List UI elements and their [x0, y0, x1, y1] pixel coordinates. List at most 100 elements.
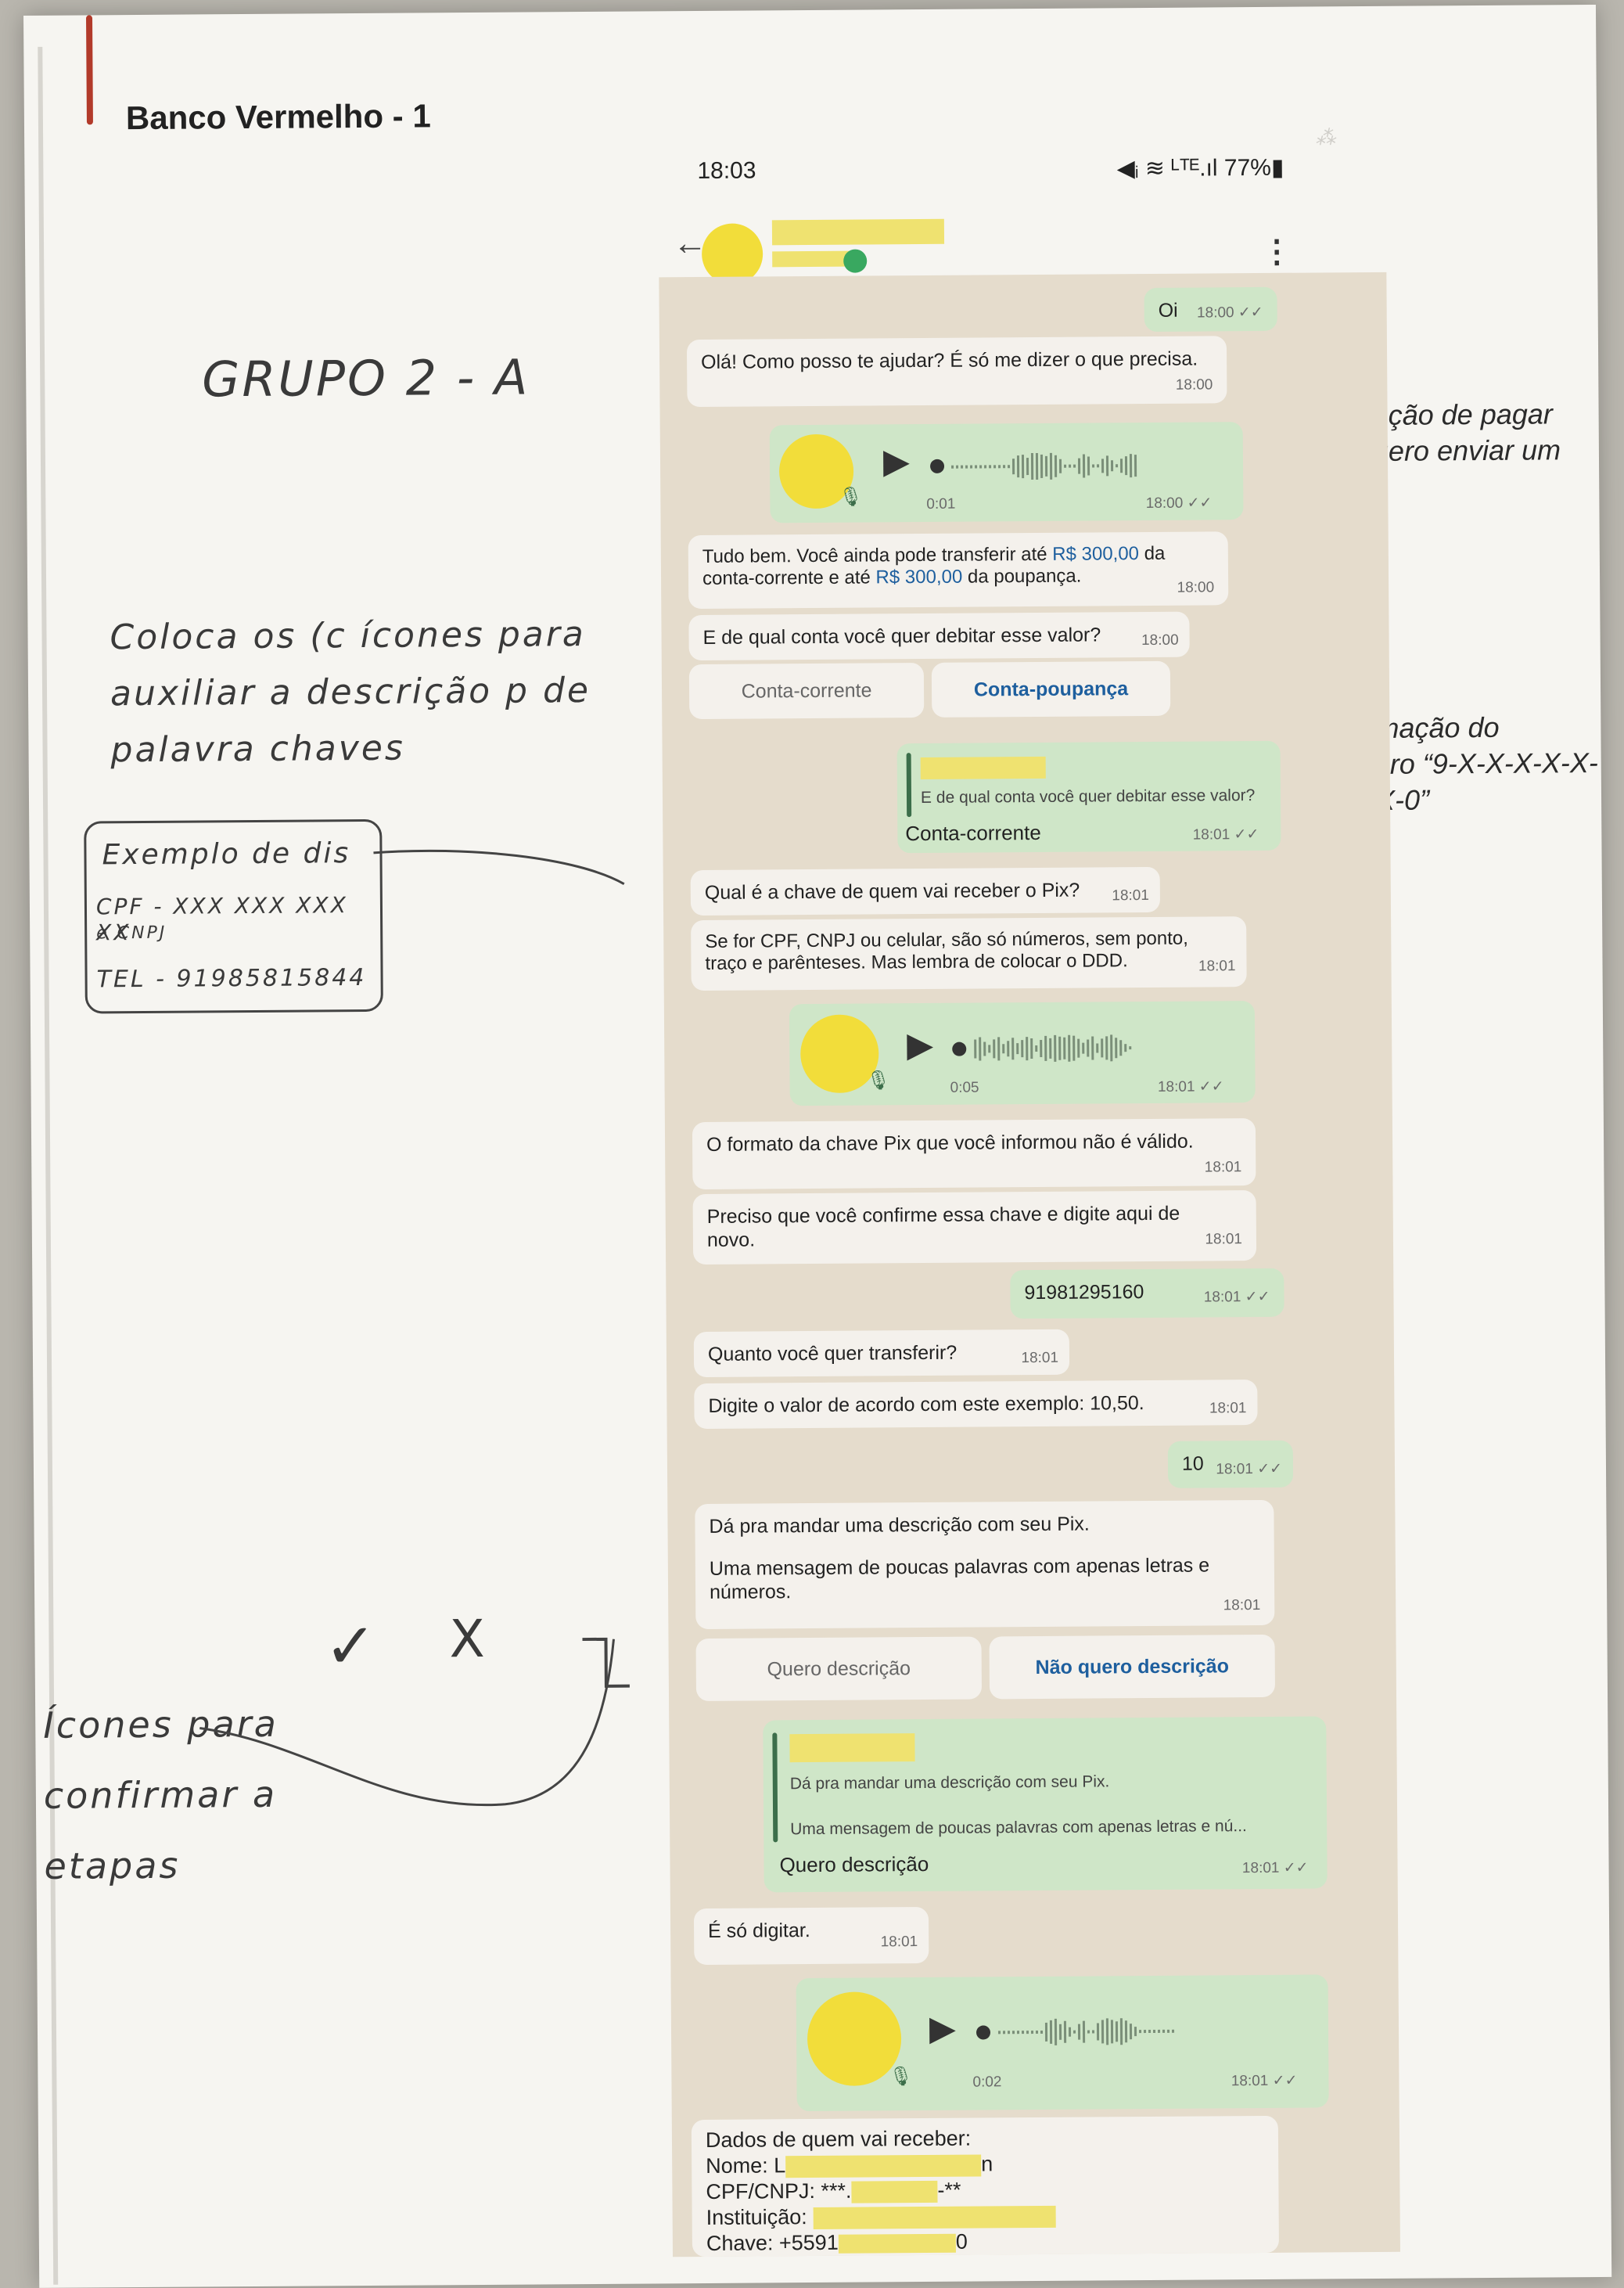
outgoing-message-key: 91981295160 18:01 ✓✓: [1010, 1268, 1284, 1319]
mic-icon: 🎙: [866, 1070, 891, 1092]
read-ticks-icon: ✓✓: [1238, 304, 1263, 322]
incoming-message: E de qual conta você quer debitar esse v…: [688, 611, 1190, 661]
message-time: 18:01: [1231, 2072, 1269, 2090]
recipient-name-label: Nome: L: [706, 2153, 786, 2178]
message-time: 18:01: [1205, 1231, 1243, 1248]
message-text: da poupança.: [962, 565, 1082, 588]
recipient-name-end: n: [981, 2152, 993, 2176]
audio-message[interactable]: 🎙 ▶ 0:02 18:01 ✓✓: [796, 1974, 1329, 2112]
quoted-text: E de qual conta você quer debitar esse v…: [920, 786, 1256, 808]
incoming-message-description: Dá pra mandar uma descrição com seu Pix.…: [695, 1499, 1275, 1630]
more-options-icon[interactable]: ⋮: [1260, 234, 1293, 269]
audio-waveform: [951, 451, 1225, 480]
incoming-message: Qual é a chave de quem vai receber o Pix…: [690, 866, 1161, 916]
audio-elapsed: 0:02: [972, 2074, 1002, 2091]
message-text: Olá! Como posso te ajudar? É só me dizer…: [701, 347, 1198, 373]
message-text: 10: [1181, 1452, 1204, 1475]
audio-elapsed: 0:05: [950, 1079, 979, 1096]
audio-scrubber[interactable]: [975, 2025, 991, 2040]
amount-cc: R$ 300,00: [1052, 543, 1140, 565]
message-time: 18:01: [1112, 887, 1149, 905]
annotation-lines: [199, 849, 630, 1807]
outgoing-reply-account: E de qual conta você quer debitar esse v…: [896, 740, 1281, 854]
outgoing-message-amount: 10 18:01 ✓✓: [1167, 1440, 1294, 1488]
incoming-message-key-format: Se for CPF, CNPJ ou celular, são só núme…: [691, 916, 1247, 991]
message-time: 18:01: [1216, 1461, 1253, 1478]
audio-avatar: [807, 1991, 902, 2087]
recipient-institution-row: Instituição:: [706, 2201, 1265, 2231]
message-text: Tudo bem. Você ainda pode transferir até: [702, 543, 1053, 567]
message-time: 18:01: [1021, 1349, 1059, 1367]
message-time: 18:01: [1203, 1289, 1241, 1306]
message-text: Preciso que você confirme essa chave e d…: [706, 1202, 1180, 1251]
quote-bar: [772, 1732, 778, 1843]
audio-elapsed: 0:01: [926, 495, 956, 513]
message-time: 18:01: [1157, 1078, 1195, 1095]
read-ticks-icon: ✓✓: [1283, 1859, 1309, 1876]
recipient-key-label: Chave: +5591: [706, 2230, 839, 2255]
audio-scrubber[interactable]: [929, 459, 945, 473]
paper-sheet: Banco Vermelho - 1 GRUPO 2 - A Coloca os…: [23, 4, 1612, 2288]
amount-savings: R$ 300,00: [875, 566, 963, 588]
incoming-message-limits: Tudo bem. Você ainda pode transferir até…: [688, 531, 1229, 610]
read-ticks-icon: ✓✓: [1187, 495, 1213, 512]
audio-message[interactable]: 🎙 ▶ 0:01 18:00 ✓✓: [769, 422, 1244, 523]
read-ticks-icon: ✓✓: [1245, 1288, 1270, 1306]
outgoing-message-oi: Oi 18:00 ✓✓: [1144, 286, 1277, 333]
verified-icon: [843, 249, 868, 273]
mic-icon: 🎙: [889, 2066, 913, 2088]
redaction: [813, 2205, 1056, 2229]
play-icon[interactable]: ▶: [907, 1025, 934, 1065]
message-text: Dá pra mandar uma descrição com seu Pix.: [709, 1513, 1090, 1538]
read-ticks-icon: ✓✓: [1198, 1078, 1224, 1095]
play-icon[interactable]: ▶: [882, 442, 911, 481]
incoming-message-type: É só digitar. 18:01: [693, 1906, 929, 1966]
message-time: 18:00: [1196, 304, 1234, 322]
audio-message[interactable]: 🎙 ▶ 0:05 18:01 ✓✓: [789, 1001, 1256, 1106]
contact-status-redacted: [772, 250, 851, 268]
message-text: Digite o valor de acordo com este exempl…: [708, 1392, 1144, 1417]
message-text: O formato da chave Pix que você informou…: [706, 1130, 1194, 1156]
quoted-text: Dá pra mandar uma descrição com seu Pix.: [789, 1772, 1110, 1793]
incoming-message-invalid-key: O formato da chave Pix que você informou…: [692, 1118, 1256, 1190]
recipient-key-end: 0: [955, 2229, 968, 2254]
recipient-name-row: Nome: L n: [706, 2149, 1264, 2179]
read-ticks-icon: ✓✓: [1272, 2072, 1298, 2089]
message-time: 18:01: [1198, 958, 1236, 975]
outgoing-reply-description: Dá pra mandar uma descrição com seu Pix.…: [763, 1716, 1328, 1893]
status-bar: 18:03 ◀ᵢ ≋ ᴸᵀᴱ.ıl 77%▮: [697, 154, 1284, 197]
message-text: E de qual conta você quer debitar esse v…: [702, 624, 1101, 649]
audio-waveform: [974, 1034, 1240, 1062]
message-text: Oi: [1158, 299, 1178, 322]
message-time: 18:01: [1223, 1597, 1261, 1614]
message-time: 18:01: [1241, 1859, 1280, 1877]
message-text: É só digitar.: [708, 1919, 810, 1942]
status-icons: ◀ᵢ ≋ ᴸᵀᴱ.ıl 77%▮: [1116, 154, 1284, 182]
quero-descricao-button[interactable]: Quero descrição: [695, 1636, 983, 1702]
contact-avatar[interactable]: [701, 223, 763, 285]
quoted-sender-redacted: [920, 756, 1046, 780]
message-text: Uma mensagem de poucas palavras com apen…: [709, 1554, 1210, 1603]
message-text: 91981295160: [1024, 1281, 1144, 1304]
incoming-message: Olá! Como posso te ajudar? É só me dizer…: [686, 336, 1227, 408]
nao-quero-descricao-button[interactable]: Não quero descrição: [989, 1634, 1276, 1700]
message-text: Quanto você quer transferir?: [707, 1341, 958, 1365]
mic-icon: 🎙: [839, 486, 863, 508]
message-time: 18:01: [880, 1934, 918, 1951]
message-time: 18:00: [1177, 579, 1215, 596]
message-time: 18:01: [1192, 826, 1231, 844]
conta-corrente-button[interactable]: Conta-corrente: [688, 662, 925, 720]
message-time: 18:00: [1141, 631, 1179, 649]
read-ticks-icon: ✓✓: [1257, 1460, 1283, 1478]
audio-scrubber[interactable]: [952, 1041, 967, 1056]
recipient-institution-label: Instituição:: [706, 2205, 807, 2229]
message-time: 18:01: [1204, 1159, 1242, 1176]
message-time: 18:00: [1175, 376, 1213, 394]
play-icon[interactable]: ▶: [929, 2009, 957, 2048]
read-ticks-icon: ✓✓: [1234, 826, 1259, 844]
redaction: [851, 2180, 938, 2203]
incoming-message-amount: Quanto você quer transferir? 18:01: [693, 1329, 1070, 1378]
message-time: 18:01: [1209, 1400, 1247, 1417]
conta-poupanca-button[interactable]: Conta-poupança: [931, 660, 1171, 718]
